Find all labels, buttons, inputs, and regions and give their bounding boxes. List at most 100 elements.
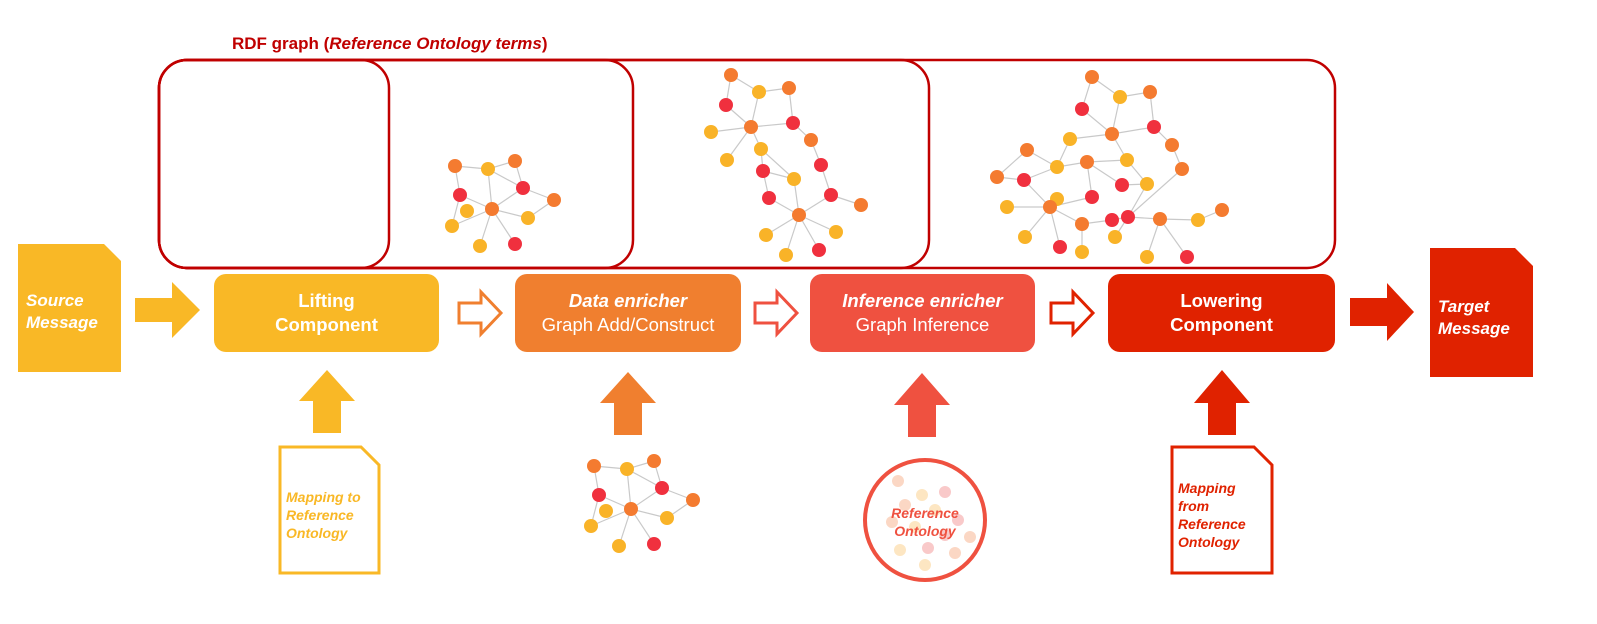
graph-node [547, 193, 561, 207]
rdf-graph-title: RDF graph (Reference Ontology terms) [232, 34, 548, 54]
graph-node [660, 511, 674, 525]
mapping-from-line2: from [1178, 498, 1210, 514]
mapping-from-line3: Reference [1178, 516, 1246, 532]
graph-node [448, 159, 462, 173]
mapping-to-line1: Mapping to [286, 489, 361, 505]
faint-ontology-node [899, 499, 911, 511]
mapping-from-line1: Mapping [1178, 480, 1236, 496]
graph-node [599, 504, 613, 518]
faint-ontology-node [929, 504, 941, 516]
flow-arrow-lifting-to-data [457, 288, 504, 338]
graph-edge [590, 508, 632, 527]
graph-node [473, 239, 487, 253]
graph-node [1143, 85, 1157, 99]
graph-node [779, 248, 793, 262]
inference-enricher-line1: Inference enricher [842, 290, 1003, 311]
faint-ontology-node [919, 559, 931, 571]
graph-node [1075, 245, 1089, 259]
data-enricher-component: Data enricher Graph Add/Construct [515, 274, 741, 352]
graph-frame-4 [157, 58, 1337, 270]
faint-ontology-node [892, 475, 904, 487]
graph-node [592, 488, 606, 502]
lowering-line2: Component [1170, 314, 1273, 335]
graph-node [1085, 70, 1099, 84]
up-arrow-inference-enricher [894, 373, 950, 437]
rdf-graph-frames [157, 58, 1337, 270]
graph-node [1140, 250, 1154, 264]
lowering-line1: Lowering [1180, 290, 1263, 311]
graph-node [854, 198, 868, 212]
faint-ontology-node [922, 542, 934, 554]
graph-node [584, 519, 598, 533]
graph-node [1140, 177, 1154, 191]
graph-node [1080, 155, 1094, 169]
up-arrow-lowering [1194, 370, 1250, 435]
graph-node [445, 219, 459, 233]
faint-ontology-node [886, 516, 898, 528]
flow-arrow-lowering-to-target [1350, 283, 1414, 341]
graph-node [829, 225, 843, 239]
source-line1: Source [26, 291, 84, 310]
target-line1: Target [1438, 297, 1490, 316]
graph-node [704, 125, 718, 139]
mapping-from-label: Mapping from Reference Ontology [1178, 479, 1246, 551]
lowering-component: Lowering Component [1108, 274, 1335, 352]
graph-node [804, 133, 818, 147]
up-arrow-data-enricher [600, 372, 656, 435]
target-message-label: Target Message [1438, 296, 1510, 340]
graph-node [655, 481, 669, 495]
faint-ontology-node [916, 489, 928, 501]
graph-node [782, 81, 796, 95]
faint-ontology-node [949, 547, 961, 559]
graph-node [1147, 120, 1161, 134]
source-message-document [18, 244, 121, 372]
graph-edge [451, 208, 493, 227]
graph-node [508, 237, 522, 251]
flow-arrow-data-to-inference [753, 288, 800, 338]
graph-node [1000, 200, 1014, 214]
graph-node [724, 68, 738, 82]
graph-node [1075, 102, 1089, 116]
graph-edge [760, 148, 795, 180]
graph-node [759, 228, 773, 242]
graph-node [1113, 90, 1127, 104]
inference-enricher-line2: Graph Inference [855, 314, 990, 335]
faint-ontology-node [939, 529, 951, 541]
graph-edge [1159, 218, 1188, 258]
graph-node [453, 188, 467, 202]
graph-node [1018, 230, 1032, 244]
mapping-to-line2: Reference [286, 507, 354, 523]
graph-node [686, 493, 700, 507]
graph-node [786, 116, 800, 130]
mapping-to-line3: Ontology [286, 525, 348, 541]
graph-node [1165, 138, 1179, 152]
graph-node [752, 85, 766, 99]
title-suffix: ) [541, 34, 548, 53]
graph-node [1043, 200, 1057, 214]
graph-node [521, 211, 535, 225]
title-prefix: RDF graph ( [232, 34, 330, 53]
source-line2: Message [26, 313, 98, 332]
graph-node [744, 120, 758, 134]
graph-node [1063, 132, 1077, 146]
graph-node [1191, 213, 1205, 227]
graph-node [720, 153, 734, 167]
mapping-from-document [1170, 445, 1274, 575]
title-italic: Reference Ontology terms [329, 34, 542, 53]
graph-frame-3 [157, 58, 931, 270]
graph-node [1017, 173, 1031, 187]
reference-ontology-line1: Reference [891, 505, 959, 521]
source-message-label: Source Message [26, 290, 98, 334]
graph-data-inferred [990, 70, 1229, 264]
graph-node [1085, 190, 1099, 204]
target-line2: Message [1438, 319, 1510, 338]
graph-node [485, 202, 499, 216]
graph-node [1215, 203, 1229, 217]
graph-edge [750, 122, 794, 128]
rdf-node-graphs [445, 68, 1229, 553]
graph-node [792, 208, 806, 222]
inference-enricher-component: Inference enricher Graph Inference [810, 274, 1035, 352]
graph-node [814, 158, 828, 172]
